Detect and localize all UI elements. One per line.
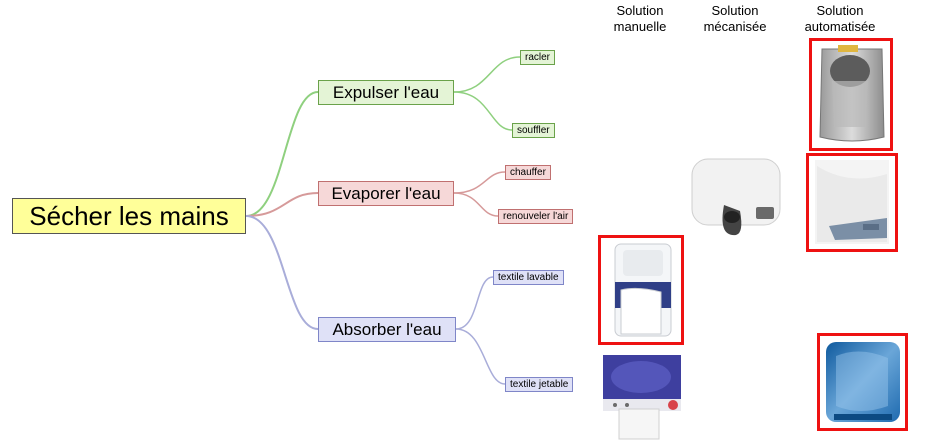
manual-paper-towel-dispenser-image — [597, 351, 687, 441]
leaf-souffler: souffler — [512, 123, 555, 138]
leaf-renouveler-air: renouveler l'air — [498, 209, 574, 224]
automatic-paper-towel-dispenser-image — [817, 333, 908, 431]
leaf-chauffer: chauffer — [505, 165, 551, 180]
connector-absorber-jetable — [455, 328, 506, 385]
header-automated: Solution automatisée — [790, 3, 890, 35]
connector-evaporer-renouveler — [453, 192, 499, 217]
header-manual: Solution manuelle — [600, 3, 680, 35]
connector-root-absorber — [245, 215, 319, 330]
header-mechanical-line2: mécanisée — [703, 19, 767, 34]
header-automated-line2: automatisée — [804, 19, 876, 34]
root-node: Sécher les mains — [12, 198, 246, 234]
mechanical-hot-air-dryer-image — [688, 155, 784, 241]
leaf-textile-jetable: textile jetable — [505, 377, 574, 392]
connector-root-expulser — [245, 91, 319, 217]
header-automated-line1: Solution — [816, 3, 864, 18]
connector-expulser-souffler — [453, 91, 513, 131]
branch-absorber: Absorber l'eau — [318, 317, 456, 342]
branch-evaporer: Evaporer l'eau — [318, 181, 454, 206]
connector-absorber-lavable — [455, 276, 494, 330]
header-mechanical-line1: Solution — [711, 3, 759, 18]
connector-evaporer-chauffer — [453, 171, 506, 194]
connector-expulser-racler — [453, 56, 521, 93]
automatic-hot-air-dryer-image — [806, 153, 898, 252]
header-mechanical: Solution mécanisée — [690, 3, 780, 35]
leaf-textile-lavable: textile lavable — [493, 270, 564, 285]
automatic-blade-dryer-image — [809, 38, 893, 151]
header-manual-line1: Solution — [616, 3, 664, 18]
connector-root-evaporer — [245, 192, 319, 217]
manual-cloth-towel-dispenser-image — [598, 235, 684, 345]
leaf-racler: racler — [520, 50, 556, 65]
branch-expulser: Expulser l'eau — [318, 80, 454, 105]
header-manual-line2: manuelle — [613, 19, 667, 34]
